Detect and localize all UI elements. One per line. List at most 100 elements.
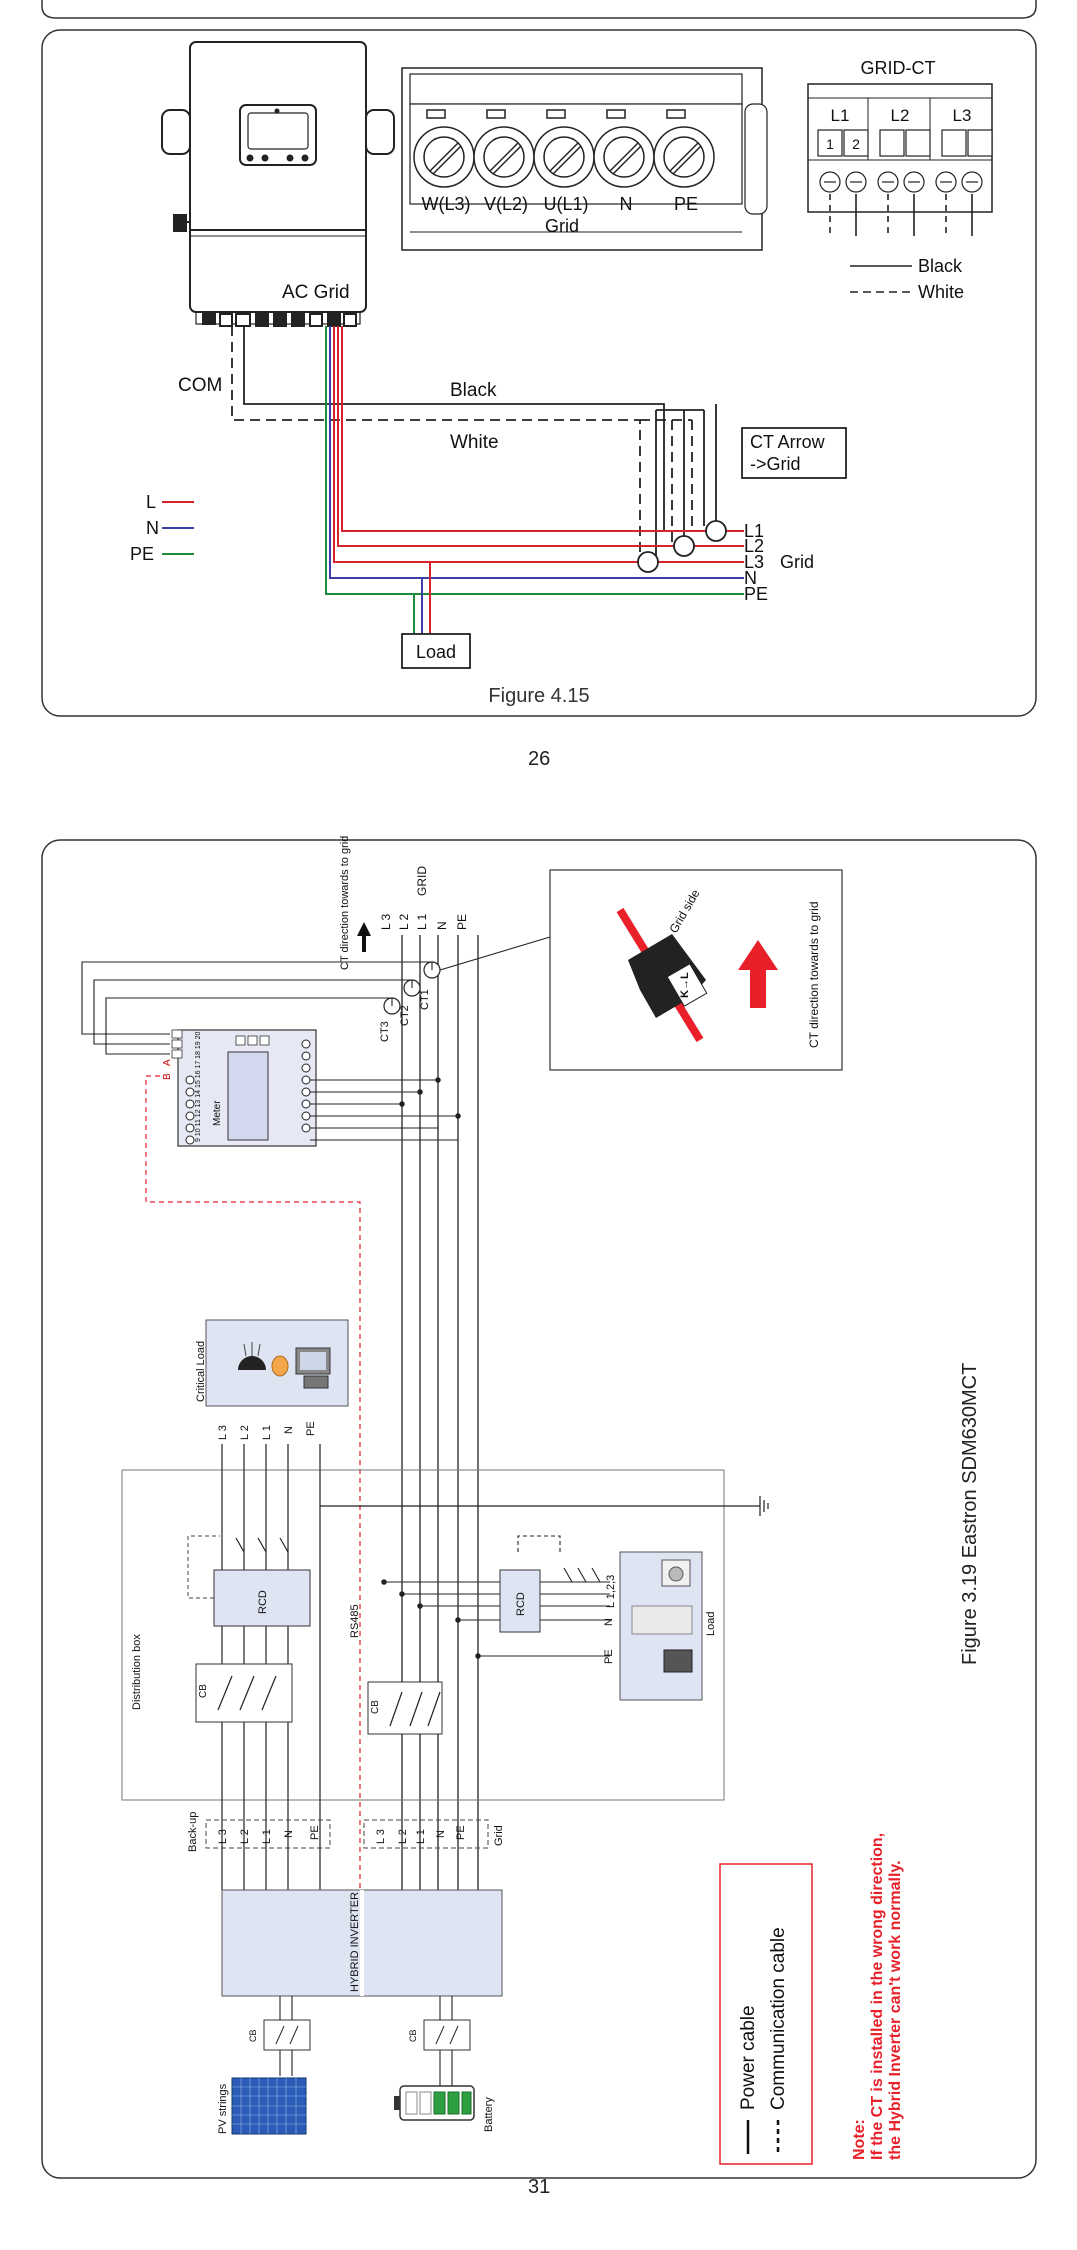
ct-leads	[81, 933, 561, 1055]
load-n: N	[603, 1618, 615, 1626]
grid-ct-slot-2: 2	[852, 136, 860, 152]
bus-label-pe: PE	[455, 914, 469, 930]
distribution-box-label: Distribution box	[131, 1634, 143, 1710]
meter-a-label: A	[162, 1059, 173, 1066]
ct-wiring	[231, 326, 717, 558]
top-figure-caption: Figure 4.15	[488, 685, 589, 707]
bus-label-l3: L 3	[379, 913, 393, 930]
wire-color-legend: L N PE	[130, 492, 194, 564]
warning-note: Note: If the CT is installed in the wron…	[851, 1833, 904, 2160]
page-number-top: 26	[528, 748, 551, 770]
battery-label: Battery	[483, 2097, 495, 2132]
backup-pe: PE	[309, 1825, 321, 1840]
bottom-figure-frame	[41, 839, 1037, 2179]
terminal-screws	[413, 109, 715, 188]
cb-main	[195, 1663, 293, 1723]
rcd-load	[499, 1569, 541, 1633]
grid-pe: PE	[455, 1825, 467, 1840]
ct2-label: CT2	[399, 1005, 411, 1026]
grid-l3: L 3	[375, 1829, 387, 1844]
ac-grid-label: AC Grid	[282, 282, 350, 303]
grid-label: Grid	[780, 552, 814, 572]
grid-ct-slot-1: 1	[826, 136, 834, 152]
grid-ct-legend-black: Black	[918, 256, 963, 276]
legend-n: N	[146, 518, 159, 538]
line-l1-label: L1	[744, 521, 764, 541]
cb-grid	[367, 1681, 443, 1735]
top-figure: AC Grid W(L3) V(L2) U(L1) N PE Grid	[41, 0, 1037, 717]
critical-n: N	[283, 1426, 295, 1434]
hybrid-inverter-label: HYBRID INVERTER	[349, 1892, 361, 1992]
load-box-bottom: Load	[619, 1551, 717, 1701]
meter-terminal-numbers: 9 10 11 12 13 14 15 16 17 18 19 20	[195, 1031, 202, 1142]
load-box	[401, 633, 471, 669]
meter: Meter 9 10 11 12 13 14 15 16 17 18 19 20…	[162, 1029, 317, 1147]
grid-terminal: L 3 L 2 L 1 N PE Grid	[363, 1819, 505, 1849]
com-label: COM	[178, 375, 222, 396]
grid-ct-l2: L2	[891, 106, 910, 125]
backup-l1: L 1	[261, 1829, 273, 1844]
terminal-label-pe: PE	[674, 194, 698, 214]
hybrid-inverter: HYBRID INVERTER	[221, 1889, 503, 1997]
top-ct-direction-label: CT direction towards to grid	[339, 836, 351, 970]
grid-ct-l1: L1	[831, 106, 850, 125]
cb-pv-label: CB	[248, 2029, 258, 2042]
cb-grid-label: CB	[370, 1700, 381, 1714]
grid-terminal-block: W(L3) V(L2) U(L1) N PE Grid	[401, 67, 768, 251]
battery-icon	[394, 2085, 475, 2121]
rs485-label: RS485	[349, 1604, 361, 1638]
bottom-figure-caption: Figure 3.19 Eastron SDM630MCT	[959, 1363, 981, 1665]
ct-arrow-line2: ->Grid	[750, 454, 801, 474]
load-label: Load	[416, 642, 456, 662]
grid-n: N	[435, 1830, 447, 1838]
ct1-label: CT1	[419, 989, 431, 1010]
grid-l1: L 1	[415, 1829, 427, 1844]
bus-label-l1: L 1	[415, 913, 429, 930]
meter-label: Meter	[212, 1100, 223, 1126]
meter-voltage-leads	[310, 1077, 461, 1141]
grid-terminal-title: Grid	[493, 1825, 505, 1846]
critical-pe: PE	[305, 1421, 317, 1436]
critical-l3: L 3	[217, 1425, 229, 1440]
ct-inset: K→L Grid side CT direction towards to gr…	[549, 869, 843, 1071]
bus-label-grid: GRID	[415, 866, 429, 896]
top-figure-frame	[41, 29, 1037, 717]
legend-l: L	[146, 492, 156, 512]
load-bottom-title: Load	[705, 1612, 717, 1636]
inverter-drawing	[161, 41, 395, 327]
terminal-label-n: N	[620, 194, 633, 214]
ct3-label: CT3	[379, 1021, 391, 1042]
note-title: Note:	[851, 2119, 868, 2160]
terminal-label-v-l2: V(L2)	[484, 194, 528, 214]
critical-load: Critical Load	[195, 1319, 349, 1407]
manual-page: AC Grid W(L3) V(L2) U(L1) N PE Grid	[41, 0, 1037, 2198]
inset-direction-arrow	[738, 940, 778, 1008]
bottom-figure: L 3 L 2 L 1 N PE GRID CT direction towar…	[41, 836, 1037, 2179]
grid-power-lines	[325, 326, 744, 634]
rs485-cable	[145, 1075, 361, 1890]
line-n-label: N	[744, 568, 757, 588]
line-l3-label: L3	[744, 552, 764, 572]
load-branch-wires	[381, 1535, 610, 1659]
legend-power-cable: Power cable	[738, 2005, 759, 2110]
terminal-label-w-l3: W(L3)	[422, 194, 471, 214]
inset-ct-direction-label: CT direction towards to grid	[807, 901, 821, 1048]
legend-pe: PE	[130, 544, 154, 564]
backup-terminal: Back-up L 3 L 2 L 1 N PE	[187, 1812, 331, 1852]
terminal-block-title: Grid	[545, 216, 579, 236]
top-ct-direction-arrow	[357, 922, 371, 936]
line-pe-label: PE	[744, 584, 768, 604]
rcd-main-label: RCD	[257, 1590, 269, 1614]
rcd-load-label: RCD	[515, 1592, 527, 1616]
cb-battery	[423, 2019, 471, 2051]
white-wire-label: White	[450, 432, 499, 453]
note-line2: the Hybrid Inverter can't work normally.	[887, 1860, 904, 2160]
critical-l1: L 1	[261, 1425, 273, 1440]
grid-ct-title: GRID-CT	[861, 58, 936, 78]
grid-ct-legend-white: White	[918, 282, 964, 302]
backup-l3: L 3	[217, 1829, 229, 1844]
critical-load-title: Critical Load	[195, 1341, 207, 1402]
pv-panel-icon	[231, 2077, 307, 2135]
inset-k-l-label: K→L	[679, 972, 691, 998]
line-l2-label: L2	[744, 536, 764, 556]
